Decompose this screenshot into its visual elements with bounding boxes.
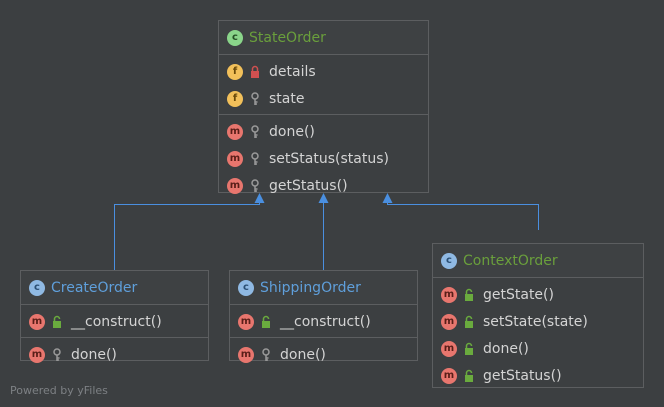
method-row[interactable]: m __construct() [230,308,417,335]
method-name: done() [483,340,529,357]
method-row[interactable]: m setStatus(status) [219,145,428,172]
method-icon: m [441,286,457,303]
class-name: ShippingOrder [260,279,361,296]
edge-context-to-state [387,198,539,230]
field-row[interactable]: f details [219,58,428,85]
private-lock-icon [251,65,259,78]
method-name: getStatus() [269,177,348,194]
shipping-order-methods: m done() [230,338,417,370]
protected-key-icon [251,124,259,138]
public-lock-icon [465,315,473,328]
method-row[interactable]: m getState() [433,281,643,308]
method-icon: m [29,313,45,330]
field-icon: f [227,90,243,107]
method-row[interactable]: m getStatus() [219,172,428,199]
public-lock-icon [262,315,270,328]
class-name: ContextOrder [463,252,558,269]
public-lock-icon [53,315,61,328]
shipping-order-node[interactable]: c ShippingOrder m __construct() m done() [229,270,418,363]
arrowhead-context [382,193,393,203]
protected-key-icon [251,91,259,105]
protected-key-icon [251,178,259,192]
state-order-node[interactable]: c StateOrder f details f state m [218,20,429,194]
powered-by-label: Powered by yFiles [10,384,108,397]
method-icon: m [227,150,243,167]
method-name: done() [280,346,326,363]
method-row[interactable]: m done() [21,341,208,368]
shipping-order-constructors: m __construct() [230,305,417,338]
create-order-node[interactable]: c CreateOrder m __construct() m done() [20,270,209,363]
abstract-class-icon: c [227,29,243,46]
method-row[interactable]: m done() [219,118,428,145]
method-name: setState(state) [483,313,588,330]
context-order-header: c ContextOrder [433,244,643,278]
class-icon: c [238,279,254,296]
class-name: CreateOrder [51,279,138,296]
state-order-fields: f details f state [219,55,428,115]
class-icon: c [441,252,457,269]
method-name: done() [269,123,315,140]
public-lock-icon [465,288,473,301]
create-order-methods: m done() [21,338,208,370]
method-name: __construct() [71,313,162,330]
protected-key-icon [53,347,61,361]
field-name: state [269,90,305,107]
method-row[interactable]: m getStatus() [433,362,643,389]
method-row[interactable]: m __construct() [21,308,208,335]
field-icon: f [227,63,243,80]
field-name: details [269,63,316,80]
method-name: setStatus(status) [269,150,389,167]
method-icon: m [29,346,45,363]
method-icon: m [441,313,457,330]
arrowhead-create [254,193,265,203]
method-name: getStatus() [483,367,562,384]
method-icon: m [441,340,457,357]
protected-key-icon [262,347,270,361]
method-row[interactable]: m done() [433,335,643,362]
edge-create-to-state [114,198,260,270]
method-row[interactable]: m setState(state) [433,308,643,335]
class-icon: c [29,279,45,296]
public-lock-icon [465,369,473,382]
method-row[interactable]: m done() [230,341,417,368]
state-order-methods: m done() m setStatus(status) m getStatus… [219,115,428,201]
abstract-method-icon: m [227,123,243,140]
state-order-header: c StateOrder [219,21,428,55]
method-icon: m [238,313,254,330]
method-icon: m [238,346,254,363]
context-order-methods: m getState() m setState(state) m done() [433,278,643,391]
public-lock-icon [465,342,473,355]
class-name: StateOrder [249,29,326,46]
method-name: done() [71,346,117,363]
method-name: __construct() [280,313,371,330]
method-icon: m [441,367,457,384]
arrowhead-shipping [318,193,329,203]
context-order-node[interactable]: c ContextOrder m getState() m setState(s… [432,243,644,388]
create-order-constructors: m __construct() [21,305,208,338]
shipping-order-header: c ShippingOrder [230,271,417,305]
protected-key-icon [251,151,259,165]
method-icon: m [227,177,243,194]
create-order-header: c CreateOrder [21,271,208,305]
field-row[interactable]: f state [219,85,428,112]
method-name: getState() [483,286,554,303]
